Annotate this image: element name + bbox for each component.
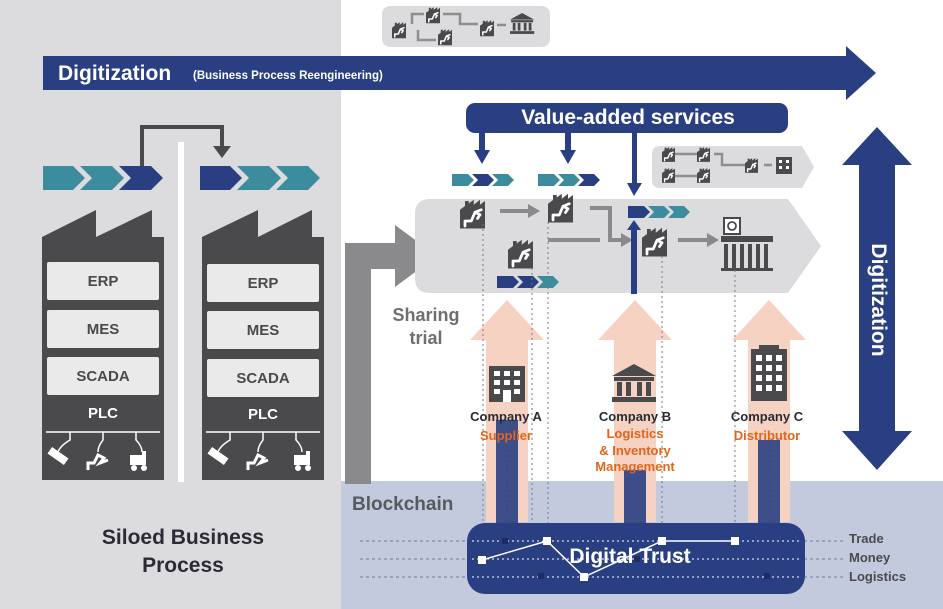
tower-building-icon <box>751 345 787 401</box>
plc-devices-right <box>207 446 311 471</box>
siloed-caption-line2: Process <box>142 554 224 577</box>
right-banner-subtitle: (Business Model Transformation) <box>830 208 842 392</box>
flow-logistics-label: Logistics <box>849 569 907 584</box>
company-a-name: Company A <box>470 409 542 424</box>
company-a-role: Supplier <box>479 428 532 443</box>
company-c-role: Distributor <box>733 428 801 443</box>
trust-nodes <box>478 537 739 581</box>
silo-connector <box>140 125 224 174</box>
right-banner-title: Digitization <box>867 243 890 357</box>
trust-uplinks <box>496 420 780 523</box>
process-pill <box>415 199 821 293</box>
mes-box-left: MES <box>47 310 159 348</box>
company-b-role-line3: Management <box>595 459 675 474</box>
scada-box-left: SCADA <box>47 357 159 395</box>
company-b-role-line1: Logistics <box>606 426 664 441</box>
office-building-icon <box>489 366 525 402</box>
siloed-caption-line1: Siloed Business <box>101 526 265 549</box>
mes-box-right: MES <box>207 311 319 349</box>
company-b-name: Company B <box>598 409 672 424</box>
top-mini-process <box>382 6 550 47</box>
plc-wiring-left <box>46 431 160 453</box>
blockchain-label: Blockchain <box>352 494 454 515</box>
flow-money-label: Money <box>849 550 891 565</box>
plc-wiring-right <box>206 431 320 453</box>
top-banner-title: Digitization <box>58 62 172 85</box>
sharing-trial-line2: trial <box>409 328 443 348</box>
company-c-name: Company C <box>730 409 804 424</box>
company-up-arrows <box>470 300 806 522</box>
process-chevrons <box>452 174 690 288</box>
value-added-label: Value-added services <box>521 106 735 129</box>
plc-label-left: PLC <box>88 405 118 422</box>
silo-chevrons-left <box>43 166 163 190</box>
right-mini-process <box>652 146 814 188</box>
company-b-role-line2: & Inventory <box>599 443 671 458</box>
process-flow-arrows <box>500 206 708 242</box>
plc-label-right: PLC <box>248 406 278 423</box>
flow-trade-label: Trade <box>849 531 884 546</box>
erp-box-right: ERP <box>207 264 319 302</box>
sharing-arrow <box>345 243 398 484</box>
sharing-trial-line1: Sharing <box>392 305 460 325</box>
company-b-link-bar <box>631 226 637 294</box>
top-digitization-arrow <box>43 46 876 100</box>
trust-markers <box>502 538 770 579</box>
silo-chevrons-right <box>200 166 320 190</box>
scada-box-right: SCADA <box>207 359 319 397</box>
silo-divider <box>178 142 184 482</box>
value-added-arrows <box>474 130 642 196</box>
digital-trust-label: Digital Trust <box>569 545 691 568</box>
erp-box-left: ERP <box>47 262 159 300</box>
plc-devices-left <box>47 446 147 471</box>
top-banner-subtitle: (Business Process Reengineering) <box>193 70 383 82</box>
value-added-box <box>466 103 788 133</box>
factory-robot-icon <box>546 192 575 224</box>
right-digitization-arrow <box>842 127 912 470</box>
customs-warehouse-icon <box>721 217 773 271</box>
